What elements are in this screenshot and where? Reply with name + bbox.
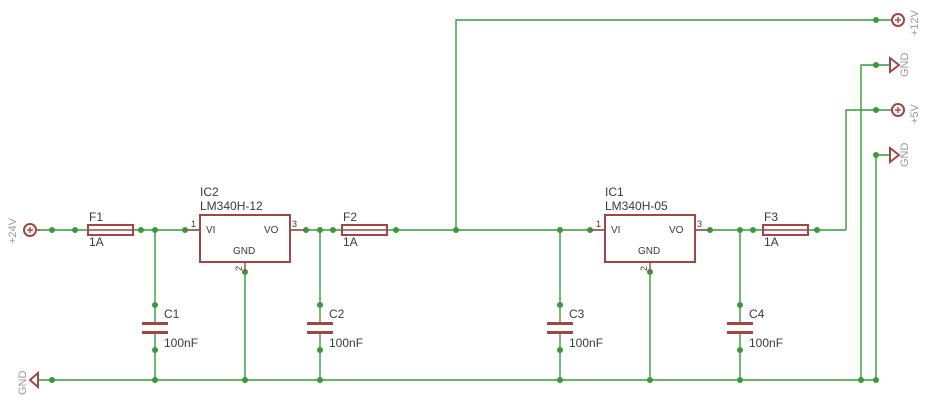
cap-value: 100nF — [164, 336, 198, 350]
supply-label-5v: +5V — [909, 103, 921, 124]
junction — [814, 227, 820, 233]
gnd-left: GND — [17, 370, 39, 396]
junction — [873, 17, 879, 23]
gnd-label-right: GND — [899, 143, 911, 168]
junction — [873, 62, 879, 68]
ic-pin-number: 1 — [191, 219, 196, 229]
fuse-f3: F3 1A — [762, 210, 809, 249]
junctions — [49, 17, 879, 383]
ic-ic1: IC1 LM340H-05 VI VO GND 1 3 2 — [590, 185, 710, 272]
junction — [873, 152, 879, 158]
ic-pin-number: 2 — [639, 266, 649, 271]
junction — [453, 227, 459, 233]
cap-c2: C2 100nF — [307, 307, 363, 350]
ic-ic2: IC2 LM340H-12 VI VO GND 1 3 2 — [185, 185, 306, 272]
gnd-label-right: GND — [899, 53, 911, 78]
gnd-right-2: GND — [889, 143, 911, 168]
capacitor-icon — [307, 322, 333, 325]
cap-ref: C4 — [749, 307, 765, 321]
capacitor-icon — [142, 322, 168, 325]
ic-pin-out: VO — [669, 225, 684, 236]
junction — [330, 227, 336, 233]
junction — [737, 302, 743, 308]
supply-24v: +24V — [7, 217, 40, 244]
junction — [393, 227, 399, 233]
junction — [750, 227, 756, 233]
capacitor-icon — [547, 322, 573, 325]
junction — [737, 227, 743, 233]
wire-5v-branch — [845, 109, 890, 230]
junction — [873, 107, 879, 113]
fuse-f1: F1 1A — [87, 210, 134, 249]
ic-pin-number: 1 — [596, 219, 601, 229]
junction — [317, 347, 323, 353]
junction — [138, 227, 144, 233]
fuse-f2: F2 1A — [341, 210, 388, 249]
gnd-right-1: GND — [889, 53, 911, 78]
fuse-ref: F3 — [764, 210, 778, 224]
cap-c3: C3 100nF — [547, 307, 603, 350]
supply-12v: +12V — [890, 9, 921, 36]
cap-ref: C2 — [329, 307, 345, 321]
junction — [317, 227, 323, 233]
ic-pin-number: 3 — [697, 219, 702, 229]
ic-pin-gnd: GND — [233, 246, 255, 257]
junction — [858, 377, 864, 383]
junction — [557, 347, 563, 353]
junction — [557, 302, 563, 308]
junction — [557, 377, 563, 383]
cap-value: 100nF — [329, 336, 363, 350]
cap-ref: C3 — [569, 307, 585, 321]
fuse-value: 1A — [343, 235, 358, 249]
fuse-value: 1A — [89, 235, 104, 249]
ic-ref: IC1 — [605, 185, 624, 199]
supply-label-24v: +24V — [7, 217, 19, 244]
junction — [49, 377, 55, 383]
ic-ref: IC2 — [200, 185, 219, 199]
cap-value: 100nF — [749, 336, 783, 350]
supply-label-12v: +12V — [909, 9, 921, 36]
junction — [49, 227, 55, 233]
cap-c1: C1 100nF — [142, 307, 198, 350]
cap-value: 100nF — [569, 336, 603, 350]
junction — [72, 227, 78, 233]
wire-gnd-right-1 — [860, 64, 890, 380]
ic-pin-in: VI — [611, 225, 620, 236]
gnd-label-left: GND — [17, 371, 29, 396]
junction — [152, 377, 158, 383]
ic-pin-number: 2 — [234, 266, 244, 271]
ic-part: LM340H-12 — [200, 199, 263, 213]
fuse-ref: F2 — [343, 210, 357, 224]
cap-ref: C1 — [164, 307, 180, 321]
cap-c4: C4 100nF — [727, 307, 783, 350]
junction — [873, 377, 879, 383]
junction — [647, 377, 653, 383]
wires — [38, 19, 890, 381]
ic-pin-gnd: GND — [638, 246, 660, 257]
junction — [737, 377, 743, 383]
junction — [317, 377, 323, 383]
ground-triangle-icon — [889, 145, 901, 165]
wire-12v-branch — [455, 19, 890, 230]
ic-part: LM340H-05 — [605, 199, 668, 213]
supply-5v: +5V — [890, 103, 921, 124]
ground-triangle-icon — [889, 55, 901, 75]
junction — [317, 302, 323, 308]
capacitor-icon — [727, 322, 753, 325]
ic-pin-out: VO — [264, 225, 279, 236]
ic-pin-in: VI — [206, 225, 215, 236]
ground-triangle-icon — [28, 370, 39, 390]
junction — [152, 302, 158, 308]
junction — [737, 347, 743, 353]
junction — [557, 227, 563, 233]
wire-gnd-right-2 — [875, 154, 890, 380]
junction — [152, 227, 158, 233]
junction — [242, 377, 248, 383]
fuse-ref: F1 — [89, 210, 103, 224]
ic-pin-number: 3 — [292, 219, 297, 229]
junction — [152, 347, 158, 353]
fuse-value: 1A — [764, 235, 779, 249]
